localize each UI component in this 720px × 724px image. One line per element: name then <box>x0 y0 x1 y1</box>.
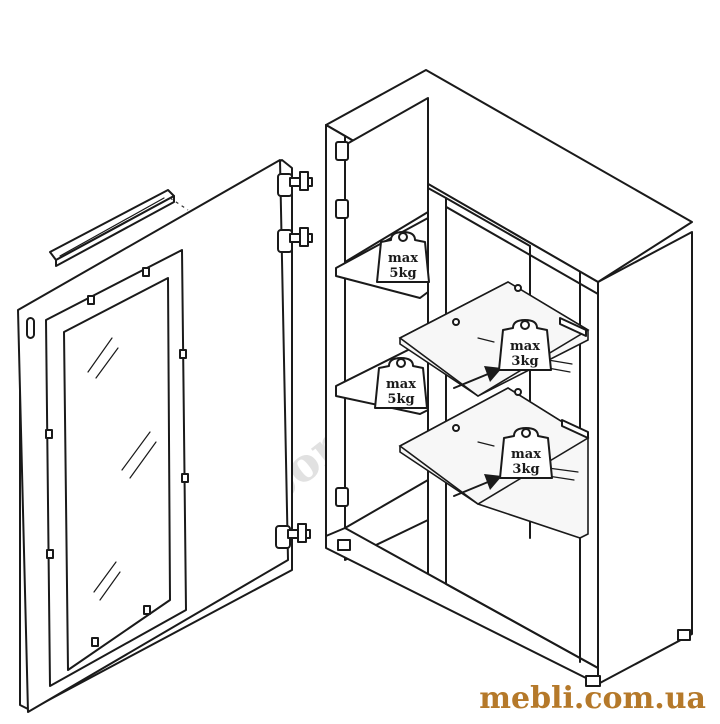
weight-label-bottom: 3kg <box>511 354 538 369</box>
weight-label-top: max <box>388 251 418 266</box>
door-catches <box>559 317 589 439</box>
glass-reflection <box>87 337 157 601</box>
cabinet-foot-front <box>585 675 601 687</box>
glass-clips <box>45 267 189 647</box>
weight-label-top: max <box>510 339 540 354</box>
cabinet-foot-right <box>677 629 691 641</box>
hinge-bottom <box>275 523 311 549</box>
weight-label-bottom: 5kg <box>389 266 416 281</box>
weight-label-bottom: 3kg <box>512 462 539 477</box>
cabinet-bottom <box>325 527 599 685</box>
cabinet-hinge-plates <box>335 141 349 507</box>
cabinet-left-panel <box>325 124 346 549</box>
insert-arrows <box>453 366 502 497</box>
weight-badge: max 5kg <box>374 357 428 409</box>
cabinet-foot-left <box>337 539 351 551</box>
motion-lines <box>477 337 579 481</box>
cabinet-divider <box>427 187 447 585</box>
hinge-middle <box>277 227 313 253</box>
weight-label-bottom: 5kg <box>387 392 414 407</box>
cabinet-back-left <box>344 97 429 561</box>
weight-label-top: max <box>386 377 416 392</box>
glass-door <box>17 159 293 713</box>
shelf-pins <box>452 284 522 432</box>
brand-site-text: mebli.com.ua <box>479 681 706 716</box>
cabinet-side <box>597 231 693 685</box>
hinge-top <box>277 171 313 197</box>
door-face <box>17 159 289 713</box>
door-glass <box>63 277 171 671</box>
weight-badge: max 5kg <box>376 231 430 283</box>
weight-badge: max 3kg <box>499 427 553 479</box>
glass-shelf-top-face <box>398 281 590 397</box>
door-handle <box>49 189 189 267</box>
door-hinges <box>275 171 313 549</box>
weight-label-top: max <box>511 447 541 462</box>
door-frame <box>45 249 187 687</box>
door-pull-slot <box>26 317 35 339</box>
weight-badge: max 3kg <box>498 319 552 371</box>
